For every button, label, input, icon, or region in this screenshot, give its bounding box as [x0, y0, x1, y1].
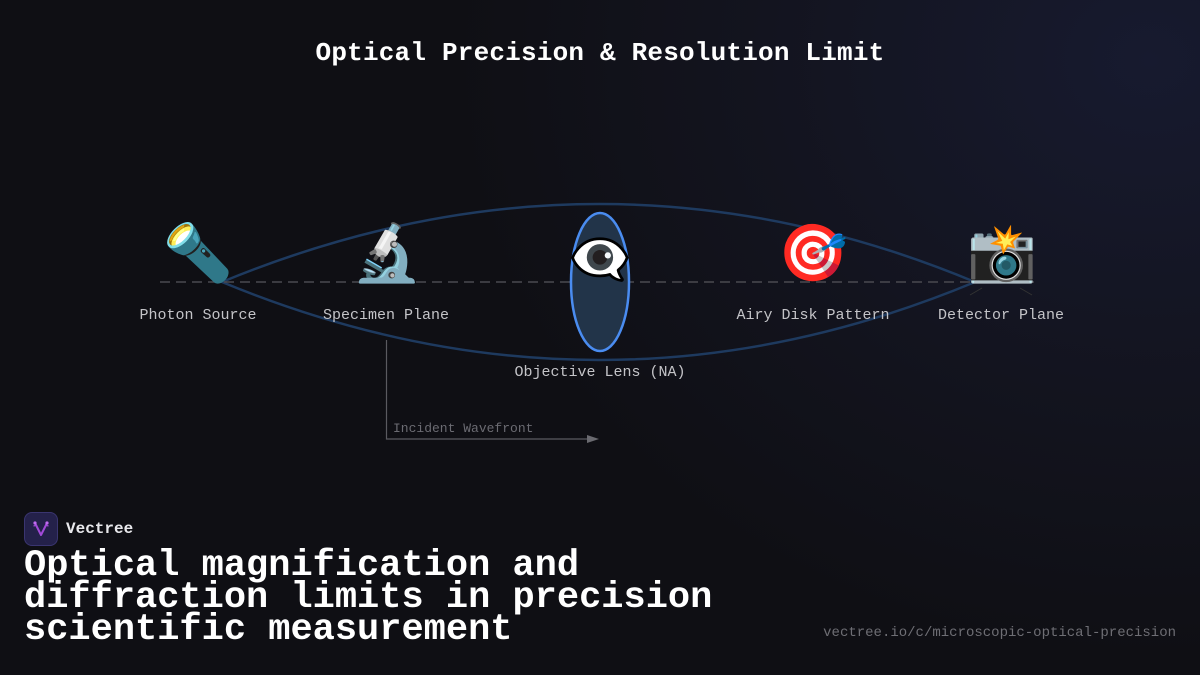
microscope-icon: 🔬 [352, 221, 422, 286]
node-label-detector-plane: Detector Plane [937, 307, 1065, 324]
incident-wavefront-label: Incident Wavefront [393, 421, 534, 436]
flashlight-icon: 🔦 [163, 221, 233, 286]
source-url-link[interactable]: vectree.io/c/microscopic-optical-precisi… [823, 625, 1176, 641]
beam-envelope [218, 202, 979, 362]
arrowhead-icon [587, 435, 599, 443]
brand-name: Vectree [66, 520, 134, 538]
eye-in-speech-bubble-icon: 👁️‍🗨️ [568, 230, 632, 288]
target-dart-icon: 🎯 [778, 221, 848, 286]
objective-lens-element [569, 211, 631, 353]
camera-flash-icon: 📸 [967, 221, 1037, 286]
headline: Optical magnification and diffraction li… [24, 545, 713, 651]
vectree-logo-icon [24, 512, 58, 546]
brand[interactable]: Vectree [24, 512, 133, 546]
node-label-specimen-plane: Specimen Plane [322, 307, 450, 324]
node-label-photon-source: Photon Source [139, 307, 257, 324]
node-label-objective-lens: Objective Lens (NA) [514, 364, 686, 381]
incident-wavefront-connector [385, 340, 590, 440]
node-label-airy-disk-pattern: Airy Disk Pattern [736, 307, 890, 324]
page-title: Optical Precision & Resolution Limit [315, 38, 885, 68]
